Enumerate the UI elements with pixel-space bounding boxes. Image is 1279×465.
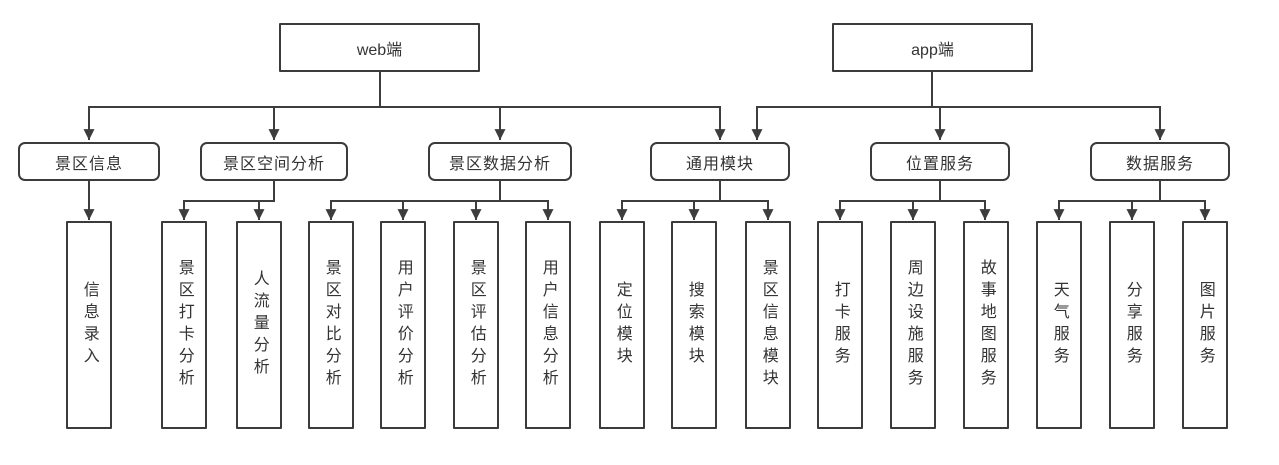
node-scenic-info-module: 景区信息模块 <box>745 221 791 429</box>
node-label: app端 <box>911 41 954 59</box>
node-label: 天气服务 <box>1050 281 1068 369</box>
node-label: 用户信息分析 <box>539 259 557 391</box>
node-label: 打卡服务 <box>831 281 849 369</box>
node-image-service: 图片服务 <box>1182 221 1228 429</box>
node-positioning-module: 定位模块 <box>599 221 645 429</box>
node-label: 分享服务 <box>1123 281 1141 369</box>
module6-rail <box>1058 180 1206 202</box>
node-label: 周边设施服务 <box>904 259 922 391</box>
node-scenic-info: 景区信息 <box>18 142 160 181</box>
module4-rail <box>621 180 769 202</box>
node-label: 信息录入 <box>80 281 98 369</box>
node-checkin-service: 打卡服务 <box>817 221 863 429</box>
node-label: web端 <box>356 41 403 59</box>
node-label: 搜索模块 <box>685 281 703 369</box>
node-label: 通用模块 <box>685 155 754 173</box>
node-user-review-analysis: 用户评价分析 <box>380 221 426 429</box>
node-info-entry: 信息录入 <box>66 221 112 429</box>
app-rail <box>756 71 1161 108</box>
web-rail <box>88 71 721 108</box>
node-common-module: 通用模块 <box>650 142 790 181</box>
node-share-service: 分享服务 <box>1109 221 1155 429</box>
node-label: 数据服务 <box>1125 155 1194 173</box>
node-label: 位置服务 <box>905 155 974 173</box>
node-data-service: 数据服务 <box>1090 142 1230 181</box>
node-people-flow-analysis: 人流量分析 <box>236 221 282 429</box>
node-label: 景区空间分析 <box>222 155 325 173</box>
node-scenic-checkin-analysis: 景区打卡分析 <box>161 221 207 429</box>
node-weather-service: 天气服务 <box>1036 221 1082 429</box>
node-label: 景区数据分析 <box>448 155 551 173</box>
node-search-module: 搜索模块 <box>671 221 717 429</box>
node-app-client: app端 <box>832 23 1033 72</box>
node-scenic-comparison-analysis: 景区对比分析 <box>308 221 354 429</box>
node-story-map-service: 故事地图服务 <box>963 221 1009 429</box>
node-label: 人流量分析 <box>250 270 268 380</box>
node-label: 景区评估分析 <box>467 259 485 391</box>
node-scenic-evaluation-analysis: 景区评估分析 <box>453 221 499 429</box>
node-label: 景区对比分析 <box>322 259 340 391</box>
node-user-info-analysis: 用户信息分析 <box>525 221 571 429</box>
module5-rail <box>839 180 986 202</box>
node-location-service: 位置服务 <box>870 142 1010 181</box>
node-label: 故事地图服务 <box>977 259 995 391</box>
node-scenic-spatial-analysis: 景区空间分析 <box>200 142 348 181</box>
module2-rail <box>183 180 275 202</box>
node-label: 景区信息模块 <box>759 259 777 391</box>
node-label: 用户评价分析 <box>394 259 412 391</box>
node-web-client: web端 <box>279 23 480 72</box>
node-label: 图片服务 <box>1196 281 1214 369</box>
node-label: 定位模块 <box>613 281 631 369</box>
node-scenic-data-analysis: 景区数据分析 <box>428 142 572 181</box>
node-label: 景区打卡分析 <box>175 259 193 391</box>
node-label: 景区信息 <box>54 155 123 173</box>
node-nearby-facilities-service: 周边设施服务 <box>890 221 936 429</box>
module3-rail <box>330 180 549 202</box>
